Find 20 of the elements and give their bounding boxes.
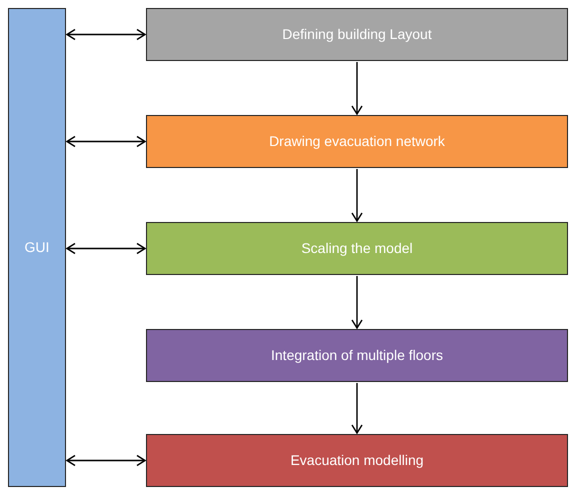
process-box <box>146 434 568 487</box>
arrow <box>66 136 146 148</box>
arrow <box>66 454 146 466</box>
box-label: Evacuation modelling <box>290 451 424 470</box>
process-box <box>146 8 568 61</box>
box-label: Drawing evacuation network <box>269 132 445 151</box>
box-label: GUI <box>24 238 50 257</box>
box-label: Defining building Layout <box>282 25 432 44</box>
process-box <box>146 222 568 275</box>
box-label: Integration of multiple floors <box>271 346 443 365</box>
arrow <box>351 276 363 329</box>
arrow <box>351 169 363 222</box>
arrow <box>66 242 146 254</box>
box-label: Scaling the model <box>301 239 413 258</box>
process-box <box>146 329 568 382</box>
process-box <box>146 115 568 168</box>
arrow <box>351 62 363 115</box>
arrow <box>66 28 146 40</box>
side-panel <box>8 8 66 487</box>
arrow <box>351 383 363 434</box>
